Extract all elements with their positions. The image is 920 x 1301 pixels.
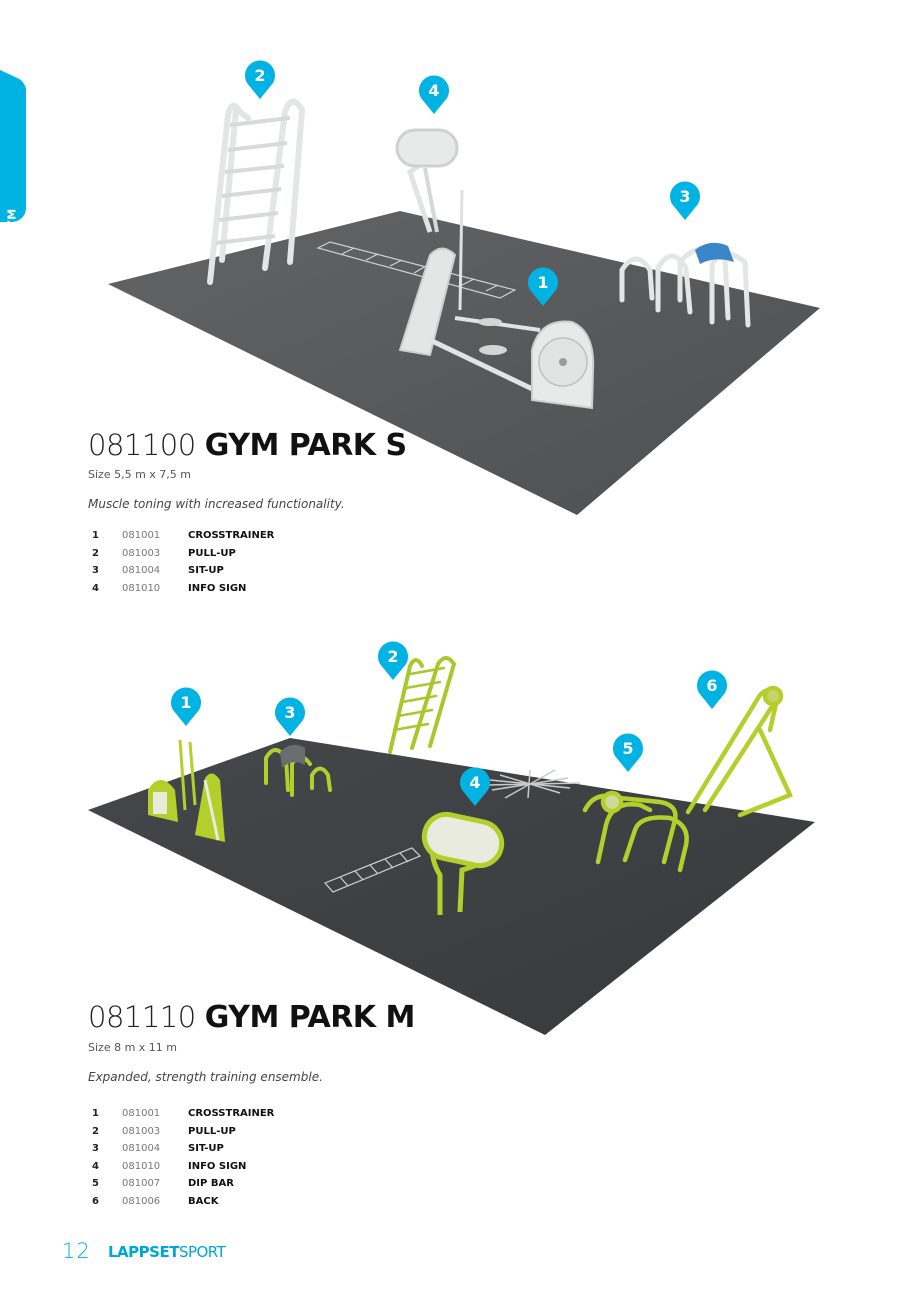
hopscotch-markings [323, 847, 422, 893]
pin-marker-3[interactable]: 3 [275, 697, 305, 736]
crosstrainer-equipment [398, 189, 595, 410]
product-description: Muscle toning with increased functionali… [88, 497, 345, 511]
info-sign-equipment [421, 811, 505, 915]
ladder-rungs [215, 116, 291, 245]
pin-marker-5[interactable]: 5 [613, 733, 644, 772]
gym-park-m-render: 1 3 2 6 5 4 [0, 630, 920, 1040]
svg-text:2: 2 [387, 647, 398, 666]
section-tab-gym: GYM [0, 80, 26, 238]
brand-light: SPORT [178, 1243, 226, 1261]
dip-bar-equipment [582, 790, 689, 873]
rubber-floor [88, 738, 815, 1035]
product-size: Size 8 m x 11 m [88, 1041, 177, 1054]
svg-text:2: 2 [254, 66, 265, 85]
svg-text:4: 4 [428, 81, 439, 100]
sit-up-equipment [264, 744, 332, 797]
pin-marker-1[interactable]: 1 [171, 687, 201, 726]
product-name: GYM PARK S [204, 428, 407, 463]
pin-marker-1[interactable]: 1 [528, 267, 558, 306]
pin-marker-4[interactable]: 4 [460, 767, 490, 806]
product-size: Size 5,5 m x 7,5 m [88, 468, 191, 481]
pin-marker-2[interactable]: 2 [377, 641, 409, 680]
product-code: 081110 [88, 1000, 196, 1034]
product-title: 081110 GYM PARK M [88, 1000, 415, 1035]
svg-text:3: 3 [679, 187, 690, 206]
pin-marker-4[interactable]: 4 [418, 75, 450, 114]
rubber-floor [108, 211, 820, 515]
product-code: 081100 [88, 428, 196, 462]
pin-marker-3[interactable]: 3 [670, 181, 700, 220]
info-sign-equipment [395, 128, 459, 233]
back-trainer-equipment [685, 685, 794, 818]
pin-marker-2[interactable]: 2 [245, 60, 275, 99]
svg-text:4: 4 [469, 773, 480, 792]
brand-logo: LAPPSETSPORT [108, 1243, 226, 1261]
pin-marker-6[interactable]: 6 [696, 670, 727, 709]
crosstrainer-equipment [148, 739, 225, 842]
svg-text:1: 1 [180, 693, 191, 712]
sit-up-equipment [619, 242, 751, 328]
page-number: 12 [62, 1239, 91, 1263]
gym-park-s-render: 2 4 3 1 [0, 0, 920, 530]
svg-text:5: 5 [622, 739, 633, 758]
brand-bold: LAPPSET [108, 1243, 179, 1261]
svg-text:6: 6 [706, 676, 717, 695]
product-name: GYM PARK M [204, 1000, 416, 1035]
svg-text:1: 1 [537, 273, 548, 292]
svg-text:3: 3 [284, 703, 295, 722]
product-title: 081100 GYM PARK S [88, 428, 407, 463]
product-description: Expanded, strength training ensemble. [88, 1070, 323, 1084]
star-marking [487, 769, 581, 799]
pull-up-equipment [388, 656, 457, 754]
pull-up-equipment [207, 98, 306, 285]
